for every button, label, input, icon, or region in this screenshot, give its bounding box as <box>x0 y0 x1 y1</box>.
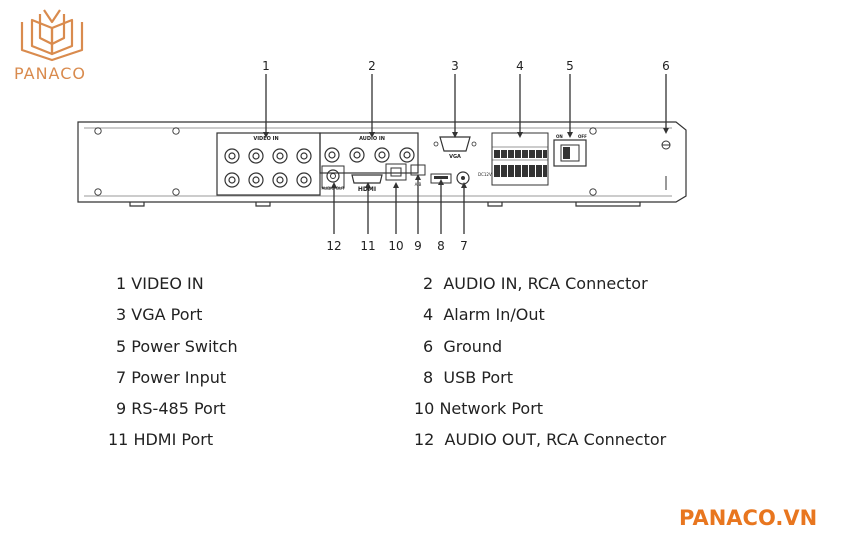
legend-item-11: 11 HDMI Port <box>108 430 213 449</box>
legend-item-3: 3 VGA Port <box>116 305 202 324</box>
legend-label: AUDIO OUT, RCA Connector <box>444 430 667 449</box>
legend-label: AUDIO IN, RCA Connector <box>443 274 648 293</box>
callout-3: 3 <box>451 59 459 73</box>
legend-item-12: 12 AUDIO OUT, RCA Connector <box>414 430 666 449</box>
legend-item-2: 2 AUDIO IN, RCA Connector <box>423 274 648 293</box>
dc12v-label: DC12V <box>478 172 492 177</box>
legend-num: 2 <box>423 274 434 293</box>
power-switch: ON OFF <box>553 134 587 167</box>
legend-label: VGA Port <box>131 305 203 324</box>
alarm-terminal-block <box>491 132 549 186</box>
callout-7: 7 <box>460 239 468 253</box>
vga-port: VGA <box>433 136 477 160</box>
callout-6: 6 <box>662 59 670 73</box>
callout-9: 9 <box>414 239 422 253</box>
usb-port <box>430 173 452 184</box>
legend-label: Network Port <box>439 399 544 418</box>
brand-url: PANACO.VN <box>679 506 818 530</box>
callout-lines <box>265 74 667 234</box>
network-port <box>385 163 407 181</box>
callout-numbers: 1 2 3 4 5 6 7 8 9 10 11 12 <box>262 59 670 253</box>
video-in-label: VIDEO IN <box>253 136 278 142</box>
switch-off-label: OFF <box>578 134 587 139</box>
callout-11: 11 <box>360 239 375 253</box>
hdmi-label: HDMI <box>358 186 376 193</box>
legend-num: 11 <box>108 430 129 449</box>
legend-item-10: 10 Network Port <box>414 399 543 418</box>
audio-out-label: AUDIO OUT <box>322 186 345 191</box>
legend-label: Power Switch <box>131 337 238 356</box>
audio-in-block: AUDIO IN <box>319 132 419 174</box>
legend-num: 3 <box>116 305 127 324</box>
callout-10: 10 <box>388 239 403 253</box>
chassis-screws <box>94 127 597 196</box>
legend-item-7: 7 Power Input <box>116 368 226 387</box>
legend-num: 12 <box>414 430 435 449</box>
callout-5: 5 <box>566 59 574 73</box>
legend-label: Alarm In/Out <box>443 305 545 324</box>
legend-num: 10 <box>414 399 435 418</box>
rs485-label: A B <box>415 182 422 187</box>
legend-num: 6 <box>423 337 434 356</box>
legend-label: Power Input <box>131 368 227 387</box>
legend-label: Ground <box>443 337 503 356</box>
video-in-block: VIDEO IN <box>216 132 321 196</box>
legend-num: 1 <box>116 274 127 293</box>
callout-8: 8 <box>437 239 445 253</box>
ground-terminal <box>661 140 671 190</box>
legend-num: 9 <box>116 399 127 418</box>
legend-label: HDMI Port <box>133 430 214 449</box>
dvr-chassis <box>77 121 687 207</box>
power-input-port: DC12V <box>456 171 492 185</box>
legend-num: 7 <box>116 368 127 387</box>
legend-item-9: 9 RS-485 Port <box>116 399 226 418</box>
callout-12: 12 <box>326 239 341 253</box>
legend-item-8: 8 USB Port <box>423 368 513 387</box>
vga-label: VGA <box>449 154 461 160</box>
switch-on-label: ON <box>556 134 563 139</box>
legend-item-1: 1 VIDEO IN <box>116 274 204 293</box>
audio-in-label: AUDIO IN <box>359 136 385 142</box>
legend-label: VIDEO IN <box>131 274 204 293</box>
logo-text: PANACO <box>14 64 86 83</box>
legend-num: 8 <box>423 368 434 387</box>
callout-1: 1 <box>262 59 270 73</box>
legend-item-4: 4 Alarm In/Out <box>423 305 545 324</box>
rs485-port: A B <box>410 164 426 187</box>
hdmi-port: HDMI <box>351 174 383 193</box>
legend-label: RS-485 Port <box>131 399 226 418</box>
callout-2: 2 <box>368 59 376 73</box>
callout-4: 4 <box>516 59 524 73</box>
panaco-book-logo-icon <box>20 9 84 62</box>
audio-out-port: AUDIO OUT <box>321 165 345 191</box>
legend-num: 5 <box>116 337 127 356</box>
legend-label: USB Port <box>443 368 514 387</box>
legend-num: 4 <box>423 305 434 324</box>
legend-item-6: 6 Ground <box>423 337 502 356</box>
legend-item-5: 5 Power Switch <box>116 337 238 356</box>
